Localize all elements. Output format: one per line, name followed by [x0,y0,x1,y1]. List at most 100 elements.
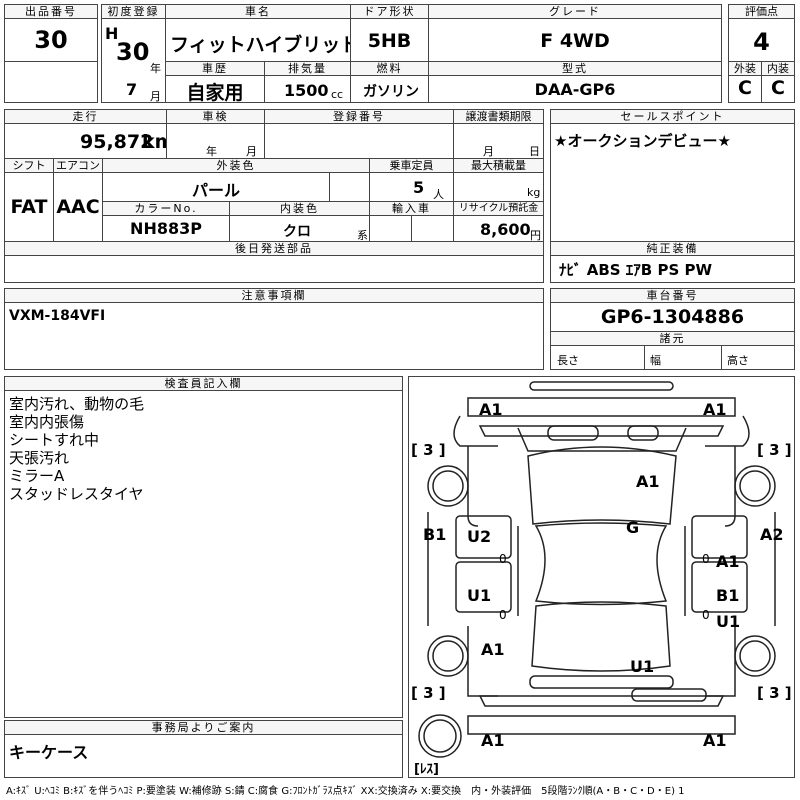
damage-mark: U2 [467,527,492,546]
history-label: 車歴 [165,61,265,76]
damage-mark: A1 [481,640,505,659]
first-reg-label: 初度登録 [101,4,166,19]
inspector-note: 天張汚れ [9,449,70,467]
damage-mark: A2 [760,525,784,544]
fuel-value: ガソリン [363,84,419,100]
inspector-note: ミラーA [9,467,65,485]
displacement-label: 排気量 [264,61,351,76]
reg-label: 登録番号 [264,109,454,124]
tire-rr: [ 3 ] [757,684,792,702]
reg-box [264,123,454,159]
first-reg-year-unit: 年 [150,62,161,75]
history-box [165,75,265,103]
office-box [4,734,403,778]
zero-mark: 0 [702,608,710,622]
interior-label: 内装 [761,61,795,76]
damage-mark: A1 [716,552,740,571]
inspector-label: 検査員記入欄 [4,376,403,391]
height-box [721,345,795,370]
inspection-label: 車検 [166,109,265,124]
damage-mark: B1 [423,525,447,544]
capacity-value: 5 [413,178,425,197]
legend: A:ｷｽﾞ U:ﾍｺﾐ B:ｷｽﾞを伴うﾍｺﾐ P:要塗装 W:補修跡 S:錆 … [6,786,685,797]
caution-label: 注意事項欄 [4,288,544,303]
car-name: フィットハイブリッド [170,34,360,56]
inspector-notes: 室内汚れ、動物の毛 室内内張傷 シートすれ中 天張汚れ ミラーA スタッドレスタ… [9,395,144,503]
inspector-note: スタッドレスタイヤ [9,485,144,503]
damage-mark: U1 [467,586,492,605]
lot-no: 30 [34,26,68,54]
car-name-label: 車名 [165,4,351,19]
ext-color-label: 外装色 [102,158,370,173]
first-reg-month-unit: 月 [150,90,161,103]
damage-mark: A1 [636,472,660,491]
equipment-box [550,255,795,283]
selling-value: ★オークションデビュー★ [554,132,731,150]
color-no-value: NH883P [130,219,202,238]
length-box [550,345,645,370]
damage-mark: G [626,518,640,537]
grade-label: グレード [428,4,722,19]
ext-color-box [102,172,330,202]
later-parts-box [4,255,544,283]
color-no-box [102,215,230,242]
handover-day-unit: 日 [529,145,540,158]
ac-box [53,172,103,242]
tire-fr: [ 3 ] [757,441,792,459]
dims-label: 諸元 [550,331,795,346]
inspection-year-unit: 年 [206,145,217,158]
exterior-value: C [738,77,752,99]
ext-color-box-2 [329,172,370,202]
interior-box [761,75,795,103]
exterior-label: 外装 [728,61,762,76]
load-label: 最大積載量 [453,158,544,173]
door-label: ドア形状 [350,4,429,19]
zero-mark: 0 [702,552,710,566]
score-label: 評価点 [728,4,795,19]
tire-rl: [ 3 ] [411,684,446,702]
fuel-box [350,75,429,103]
displacement-box [264,75,351,103]
inspector-note: 室内汚れ、動物の毛 [9,395,145,413]
inspector-box [4,390,403,718]
selling-box [550,123,795,243]
inspector-note: シートすれ中 [9,431,100,449]
mileage-label: 走行 [4,109,167,124]
first-reg-year: 30 [116,38,150,66]
caution-box [4,302,544,370]
score-box [728,18,795,62]
car-diagram-frame [408,376,795,778]
color-no-label: カラーNo. [102,201,230,216]
lot-no-blank [4,61,98,103]
int-color-value: クロ [283,224,311,240]
height-label: 高さ [727,354,749,367]
damage-mark: U1 [630,657,655,676]
zero-mark: 0 [499,552,507,566]
first-reg-month: 7 [126,80,138,99]
fuel-label: 燃料 [350,61,429,76]
lot-no-label: 出品番号 [4,4,98,19]
capacity-unit: 人 [433,188,444,201]
grade-value: F 4WD [540,30,610,52]
zero-mark: 0 [499,608,507,622]
displacement-value: 1500 [284,81,329,100]
office-value: キーケース [9,743,89,762]
width-box [644,345,722,370]
model-box [428,75,722,103]
chassis-box [550,302,795,332]
damage-mark: A1 [703,400,727,419]
mileage-value: 95,872 [80,131,154,153]
int-color-label: 内装色 [229,201,370,216]
recycle-unit: 円 [530,229,541,242]
handover-label: 譲渡書類期限 [453,109,544,124]
history-value: 自家用 [186,82,244,104]
ext-color-value: パール [191,181,240,200]
chassis-value: GP6-1304886 [600,306,745,328]
damage-mark: A1 [481,731,505,750]
equipment-label: 純正装備 [550,241,795,256]
exterior-box [728,75,762,103]
office-label: 事務局よりご案内 [4,720,403,735]
handover-month-unit: 月 [483,145,494,158]
load-unit: kg [527,186,541,199]
ac-label: エアコン [53,158,103,173]
